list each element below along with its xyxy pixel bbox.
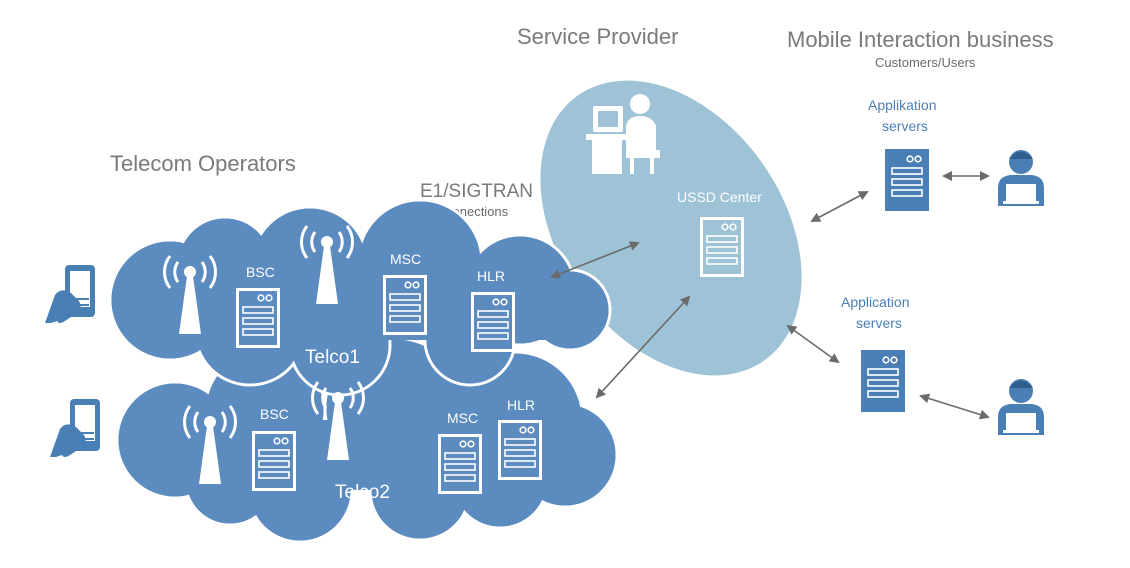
e1-sigtran-label: E1/SIGTRAN — [420, 181, 533, 202]
telco1-msc-label: MSC — [390, 251, 421, 267]
arrow-ussd-bottom-server — [786, 324, 840, 364]
telco1-msc-server-icon — [382, 274, 428, 336]
arrow-bottom-server-user — [919, 393, 990, 420]
telco2-msc-label: MSC — [447, 410, 478, 426]
arrow-telco2-ussd — [595, 295, 691, 399]
customers-subtitle: Customers/Users — [875, 55, 976, 70]
connection-arrows — [550, 171, 990, 420]
telco1-name: Telco1 — [305, 347, 360, 368]
mobile-business-title: Mobile Interaction business — [787, 27, 1054, 52]
telco1-hlr-server-icon — [470, 291, 516, 353]
telco2-bsc-label: BSC — [260, 406, 289, 422]
top-servers-label-line1: Applikation — [868, 97, 937, 113]
telco1-bsc-server-icon — [235, 287, 281, 349]
top-servers-label-line2: servers — [882, 118, 928, 134]
phone-hand-icon — [44, 264, 96, 324]
phone-hand-icon — [49, 398, 101, 458]
user-laptop-icon — [998, 150, 1044, 206]
telco2-hlr-label: HLR — [507, 397, 535, 413]
bottom-servers-label-line1: Application — [841, 294, 910, 310]
arrow-telco1-ussd — [550, 241, 640, 279]
desk-person-icon — [586, 94, 660, 174]
telco2-bsc-server-icon — [251, 430, 297, 492]
telco2-hlr-server-icon — [497, 419, 543, 481]
telco1-bsc-label: BSC — [246, 264, 275, 280]
telco1-hlr-label: HLR — [477, 268, 505, 284]
telecom-operators-title: Telecom Operators — [110, 151, 296, 176]
service-provider-title: Service Provider — [517, 24, 678, 49]
arrow-ussd-top-server — [810, 191, 869, 222]
telco2-msc-server-icon — [437, 433, 483, 495]
bottom-servers-label-line2: servers — [856, 315, 902, 331]
user-laptop-icon — [998, 379, 1044, 435]
top-app-server-icon — [884, 148, 930, 212]
ussd-center-label: USSD Center — [677, 189, 762, 205]
ussd-server-icon — [700, 217, 744, 277]
telco2-name: Telco2 — [335, 482, 390, 503]
bottom-app-server-icon — [860, 349, 906, 413]
